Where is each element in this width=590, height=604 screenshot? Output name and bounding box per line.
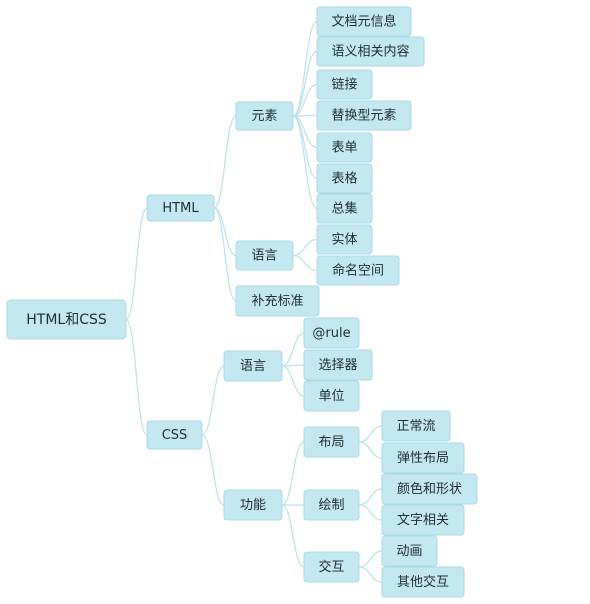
node-css-feature[interactable]: 功能 [223,489,283,521]
edge-node-feature-layout-to-node-layout-flex [358,441,383,459]
edge-node-css-feature-to-node-feature-interact [281,504,305,568]
edge-node-html-element-to-node-element-global [292,115,318,210]
node-element-meta[interactable]: 文档元信息 [316,6,412,37]
node-language-entity[interactable]: 实体 [316,224,373,255]
node-draw-text-label: 文字相关 [397,513,449,528]
node-element-link[interactable]: 链接 [316,69,373,100]
edge-node-feature-interact-to-node-interact-other [358,566,383,583]
node-css-feature-label: 功能 [240,498,266,513]
node-css-selector[interactable]: 选择器 [303,349,373,381]
node-layout-flex[interactable]: 弹性布局 [381,442,465,474]
node-html-language[interactable]: 语言 [235,240,294,271]
node-layout-normal-label: 正常流 [396,419,435,434]
node-feature-interact-label: 交互 [318,559,344,575]
edge-node-html-to-node-html-element [213,115,237,209]
edge-node-feature-draw-to-node-draw-text [358,504,383,521]
edge-node-html-element-to-node-element-semantic [292,50,318,117]
node-root-label: HTML和CSS [26,312,107,328]
edge-node-html-element-to-node-element-form [292,115,318,149]
node-css[interactable]: CSS [146,420,203,450]
edge-node-css-to-node-css-language [201,365,225,436]
node-interact-animation-label: 动画 [396,544,422,559]
node-layout-normal[interactable]: 正常流 [381,410,451,442]
node-interact-other-label: 其他交互 [397,574,449,590]
node-html-language-label: 语言 [251,249,277,264]
node-element-link-label: 链接 [331,77,357,93]
edge-node-feature-interact-to-node-interact-animation [358,550,383,568]
edge-node-css-language-to-node-css-unit [281,365,305,397]
node-html-element-label: 元素 [251,109,277,124]
edge-node-css-language-to-node-css-rule [281,332,305,367]
node-css-label: CSS [162,428,188,443]
node-element-global[interactable]: 总集 [316,193,373,224]
edge-node-feature-draw-to-node-draw-color-shape [358,488,383,506]
node-css-rule[interactable]: @rule [303,317,360,349]
node-draw-text[interactable]: 文字相关 [381,504,465,536]
node-interact-other[interactable]: 其他交互 [381,566,465,598]
node-html-label: HTML [162,201,199,216]
node-html[interactable]: HTML [146,194,215,222]
node-element-global-label: 总集 [331,201,357,217]
node-css-unit-label: 单位 [318,389,344,404]
node-language-entity-label: 实体 [331,233,357,248]
node-element-meta-label: 文档元信息 [331,14,396,30]
node-element-form[interactable]: 表单 [316,132,373,163]
node-feature-layout-label: 布局 [318,435,344,450]
node-element-table-label: 表格 [331,171,357,187]
mindmap-edges [125,20,383,583]
node-css-unit[interactable]: 单位 [303,380,360,412]
node-feature-draw[interactable]: 绘制 [303,489,360,521]
node-css-selector-label: 选择器 [318,358,357,373]
edge-node-html-to-node-html-language [213,207,237,257]
edge-node-html-to-node-html-supplement [213,207,237,302]
node-html-supplement-label: 补充标准 [251,293,303,309]
node-language-namespace[interactable]: 命名空间 [316,255,400,286]
node-css-rule-label: @rule [312,326,350,341]
node-draw-color-shape-label: 颜色和形状 [397,481,462,497]
edge-node-html-language-to-node-language-namespace [292,254,318,272]
node-element-form-label: 表单 [331,141,357,156]
edge-node-css-to-node-css-feature [201,434,225,506]
edge-node-html-element-to-node-element-table [292,115,318,180]
node-element-table[interactable]: 表格 [316,163,373,194]
node-element-semantic-label: 语义相关内容 [331,44,409,60]
edge-node-feature-layout-to-node-layout-normal [358,425,383,443]
edge-node-root-to-node-html [125,207,148,321]
node-interact-animation[interactable]: 动画 [381,535,438,567]
node-language-namespace-label: 命名空间 [332,263,384,279]
edge-node-html-element-to-node-element-link [292,83,318,117]
node-layout-flex-label: 弹性布局 [397,451,449,466]
node-html-supplement[interactable]: 补充标准 [235,285,320,317]
node-css-language[interactable]: 语言 [223,350,283,382]
edge-node-root-to-node-css [125,318,148,436]
edge-node-html-language-to-node-language-entity [292,238,318,257]
node-css-language-label: 语言 [240,359,266,374]
node-element-replaced[interactable]: 替换型元素 [316,100,412,131]
node-element-replaced-label: 替换型元素 [331,109,396,124]
node-root[interactable]: HTML和CSS [6,299,127,340]
node-feature-layout[interactable]: 布局 [303,426,360,458]
edge-node-css-feature-to-node-feature-layout [281,441,305,506]
node-feature-draw-label: 绘制 [318,498,344,513]
node-html-element[interactable]: 元素 [235,101,294,131]
node-feature-interact[interactable]: 交互 [303,551,360,583]
node-element-semantic[interactable]: 语义相关内容 [316,36,425,67]
edge-node-html-element-to-node-element-meta [292,20,318,117]
node-draw-color-shape[interactable]: 颜色和形状 [381,473,478,505]
mindmap-nodes: HTML和CSS HTML 元素 文档元信息 语义相关内容 链接 替换型元素 [6,6,478,598]
edge-node-html-element-to-node-element-replaced [292,114,318,117]
